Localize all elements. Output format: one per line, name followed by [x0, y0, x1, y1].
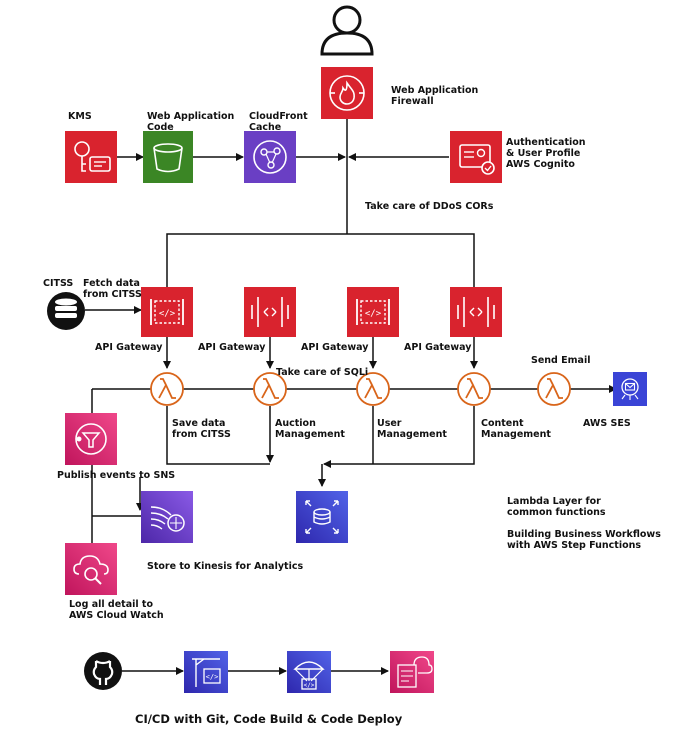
codepipeline-icon [390, 651, 434, 693]
user-management-label: User Management [377, 418, 447, 440]
sqli-label: Take care of SQLi [276, 367, 369, 378]
svg-text:</>: </> [365, 309, 382, 319]
ses-icon [613, 372, 647, 406]
svg-text:</>: </> [206, 673, 219, 681]
kms-icon [65, 131, 117, 183]
cloudfront-icon [244, 131, 296, 183]
api-gateway-label-1: API Gateway [95, 342, 163, 353]
cloudfront-label: CloudFront Cache [249, 111, 308, 133]
lambda-icon-1 [150, 372, 184, 406]
github-icon [84, 652, 122, 690]
api-gateway-icon-2 [244, 287, 296, 337]
cognito-label: Authentication & User Profile AWS Cognit… [506, 137, 586, 170]
web-app-code-label: Web Application Code [147, 111, 235, 133]
cicd-label: CI/CD with Git, Code Build & Code Deploy [135, 712, 403, 726]
cloudwatch-icon [65, 543, 117, 595]
save-data-label: Save data from CITSS [172, 418, 231, 440]
send-email-label: Send Email [531, 355, 591, 366]
api-gateway-label-2: API Gateway [198, 342, 266, 353]
citss-database-icon [47, 292, 85, 330]
api-distribution-bus [166, 233, 475, 287]
kinesis-label: Store to Kinesis for Analytics [147, 561, 304, 572]
lambda-icon-4 [457, 372, 491, 406]
s3-bucket-icon [143, 131, 193, 183]
content-management-label: Content Management [481, 418, 551, 440]
fetch-data-label: Fetch data from CITSS [83, 278, 142, 300]
cloudwatch-label: Log all detail to AWS Cloud Watch [69, 599, 164, 621]
api-gateway-label-3: API Gateway [301, 342, 369, 353]
lambda-icon-send-email [537, 372, 571, 406]
lambda-layer-label: Lambda Layer for common functions [507, 496, 606, 518]
ses-label: AWS SES [583, 418, 631, 429]
svg-text:</>: </> [159, 309, 176, 319]
database-icon [296, 491, 348, 543]
svg-text:</>: </> [304, 682, 315, 689]
save-data-path [166, 406, 270, 465]
kms-label: KMS [68, 111, 92, 122]
lambda-icon-2 [253, 372, 287, 406]
auction-management-label: Auction Management [275, 418, 345, 440]
lambda-icon-3 [356, 372, 390, 406]
step-functions-label: Building Business Workflows with AWS Ste… [507, 529, 661, 551]
codedeploy-icon: </> [287, 651, 331, 693]
api-gateway-icon-4 [450, 287, 502, 337]
sns-icon [65, 413, 117, 465]
waf-icon [321, 67, 373, 119]
content-mgmt-path [323, 406, 475, 468]
api-gateway-icon-3: </> [347, 287, 399, 337]
api-gateway-icon-1: </> [141, 287, 193, 337]
waf-label: Web Application Firewall [391, 85, 479, 107]
api-gateway-label-4: API Gateway [404, 342, 472, 353]
citss-label: CITSS [43, 278, 74, 289]
user-icon [320, 5, 374, 56]
ddos-label: Take care of DDoS CORs [365, 201, 494, 212]
kinesis-icon [141, 491, 193, 543]
cognito-icon [450, 131, 502, 183]
codebuild-icon: </> [184, 651, 228, 693]
sns-label: Publish events to SNS [57, 470, 176, 481]
